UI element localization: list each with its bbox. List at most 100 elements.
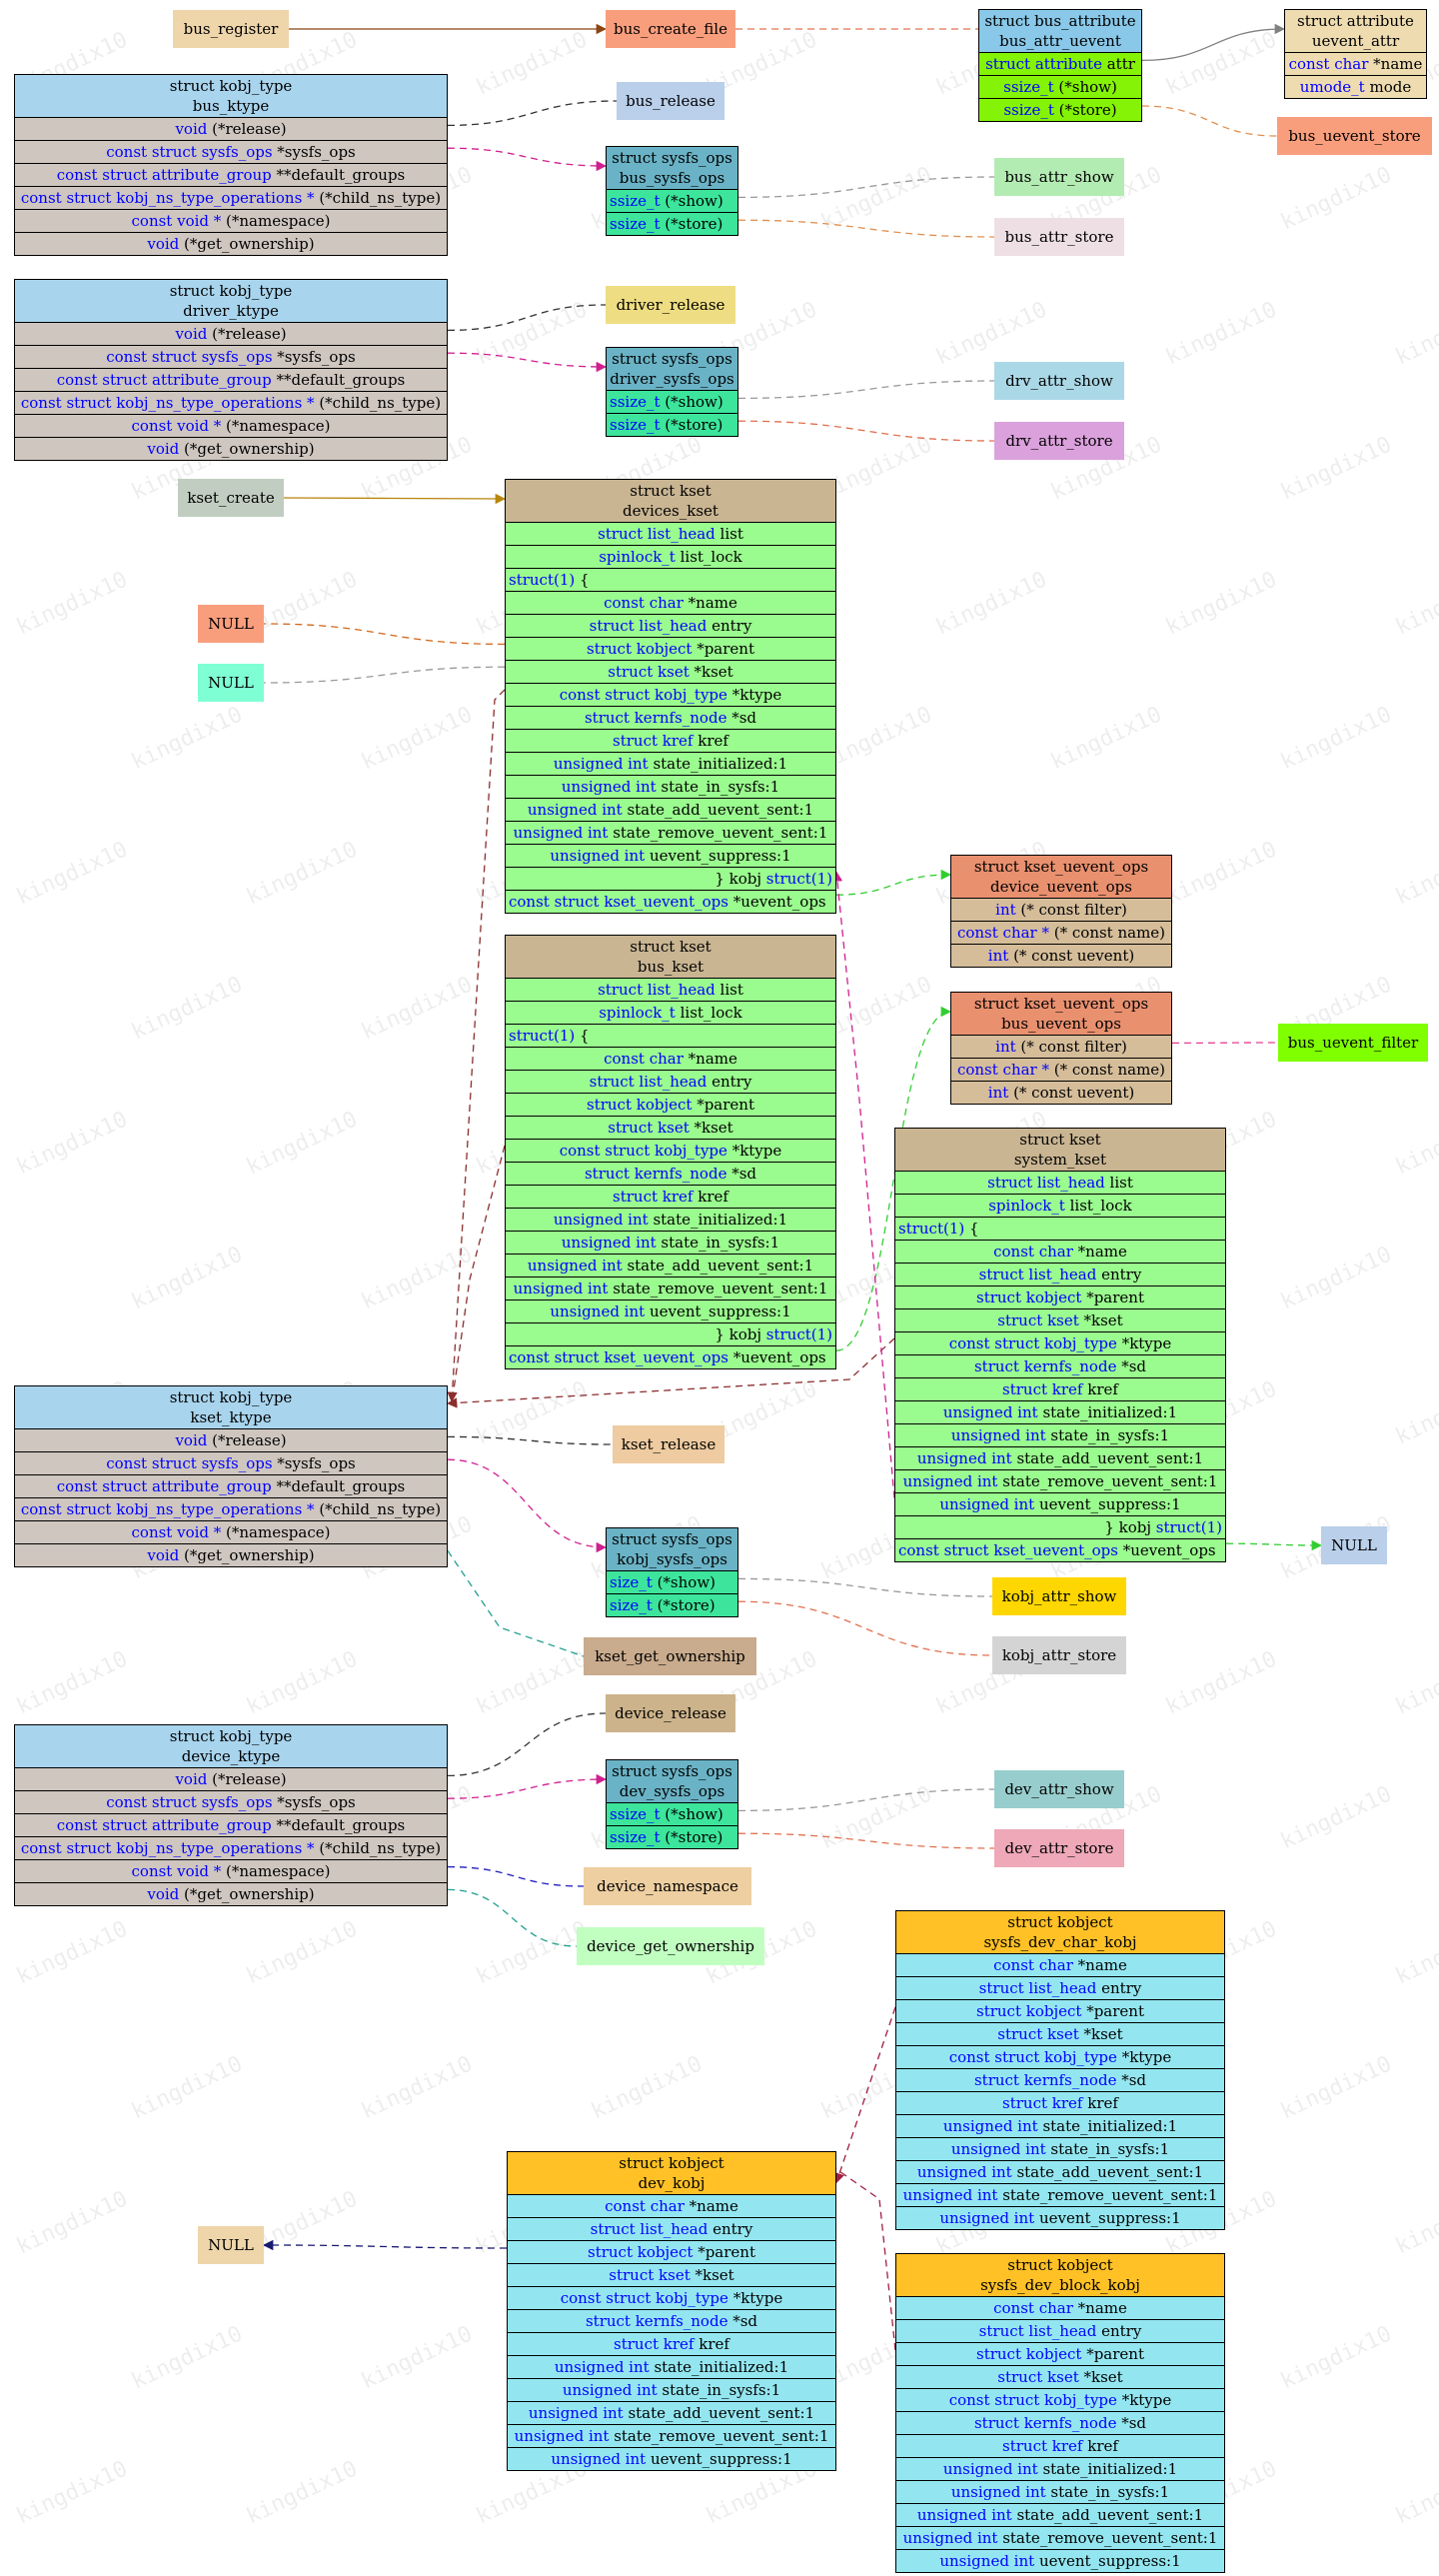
field-row: unsigned int state_initialized:1	[896, 2114, 1224, 2137]
struct-type-label: struct sysfs_ops	[612, 1762, 732, 1780]
struct-type-label: struct sysfs_ops	[612, 350, 732, 368]
edge	[835, 2168, 896, 2351]
field-row: unsigned int state_add_uevent_sent:1	[508, 2401, 835, 2424]
function-node-dev-attr-show: dev_attr_show	[994, 1770, 1124, 1808]
edge	[737, 1788, 995, 1812]
field-row: struct kernfs_node *sd	[896, 2411, 1224, 2434]
struct-type-label: struct kobj_type	[169, 77, 293, 95]
field-row: struct kref kref	[506, 729, 835, 752]
field-row: umode_t mode	[1285, 75, 1426, 98]
field-row: ssize_t (*store)	[979, 98, 1141, 121]
edge	[737, 1600, 993, 1656]
field-row: } kobj struct(1)	[895, 1515, 1225, 1538]
struct-instance-label: device_ktype	[181, 1747, 281, 1765]
field-row: const void * (*namespace)	[15, 414, 447, 437]
edge	[737, 1832, 995, 1849]
edge	[737, 420, 995, 442]
struct-instance-label: device_uevent_ops	[990, 878, 1132, 896]
field-row: struct kobject *parent	[896, 1999, 1224, 2022]
edge	[1225, 1539, 1323, 1551]
field-row: const struct kset_uevent_ops *uevent_ops	[895, 1538, 1225, 1561]
struct-type-label: struct attribute	[1297, 12, 1414, 30]
field-row: unsigned int state_add_uevent_sent:1	[506, 798, 835, 821]
field-row: const struct sysfs_ops *sysfs_ops	[15, 1451, 447, 1474]
function-node-bus-uevent-store: bus_uevent_store	[1277, 117, 1432, 155]
field-row: void (*get_ownership)	[15, 232, 447, 255]
struct-type-label: struct kset	[1019, 1131, 1101, 1149]
function-node-driver-release: driver_release	[606, 286, 735, 324]
field-row: const struct kobj_type *ktype	[508, 2286, 835, 2309]
function-node-bus-attr-show: bus_attr_show	[994, 158, 1124, 196]
edge	[831, 871, 895, 1498]
edge	[263, 666, 506, 684]
struct-instance-label: kset_ktype	[190, 1408, 272, 1426]
field-row: ssize_t (*show)	[607, 189, 737, 212]
field-row: const struct kobj_type *ktype	[896, 2388, 1224, 2411]
edge	[447, 1550, 585, 1657]
field-row: const struct attribute_group **default_g…	[15, 368, 447, 391]
field-row: unsigned int state_remove_uevent_sent:1	[508, 2424, 835, 2447]
field-row: void (*get_ownership)	[15, 437, 447, 460]
struct-header: struct kobj_type kset_ktype	[15, 1386, 447, 1428]
field-row: struct kobject *parent	[896, 2342, 1224, 2365]
struct-type-label: struct kset_uevent_ops	[973, 995, 1149, 1013]
function-node-bus-uevent-filter: bus_uevent_filter	[1278, 1024, 1428, 1062]
edge	[451, 1145, 506, 1404]
field-row: unsigned int state_in_sysfs:1	[896, 2137, 1224, 2160]
field-row: unsigned int state_add_uevent_sent:1	[896, 2160, 1224, 2183]
struct-instance-label: devices_kset	[623, 502, 719, 520]
field-row: struct list_head list	[506, 978, 835, 1001]
field-row: struct kernfs_node *sd	[506, 1162, 835, 1185]
field-row: struct kobject *parent	[895, 1286, 1225, 1308]
field-row: struct kset *kset	[896, 2022, 1224, 2045]
struct-type-label: struct kobject	[1007, 2256, 1113, 2274]
field-row: unsigned int state_in_sysfs:1	[506, 1231, 835, 1254]
struct-type-label: struct kobj_type	[169, 1388, 293, 1406]
field-row: struct list_head entry	[506, 614, 835, 637]
function-node-bus-register: bus_register	[173, 10, 289, 48]
field-row: const void * (*namespace)	[15, 1520, 447, 1543]
field-row: size_t (*store)	[607, 1593, 737, 1616]
field-row: const char *name	[506, 591, 835, 614]
field-row: spinlock_t list_lock	[895, 1194, 1225, 1217]
field-row: const struct kobj_type *ktype	[896, 2045, 1224, 2068]
edge	[447, 1888, 578, 1947]
field-row: const struct kset_uevent_ops *uevent_ops	[506, 890, 835, 913]
edge	[447, 1773, 608, 1799]
edge	[737, 176, 995, 199]
function-node-kobj-attr-store: kobj_attr_store	[992, 1636, 1126, 1674]
field-row: const struct attribute_group **default_g…	[15, 1813, 447, 1836]
struct-instance-label: sysfs_dev_block_kobj	[980, 2276, 1140, 2294]
field-row: const struct kobj_ns_type_operations * (…	[15, 1836, 447, 1859]
field-row: unsigned int uevent_suppress:1	[506, 844, 835, 867]
field-row: struct attribute attr	[979, 52, 1141, 75]
edge	[834, 2006, 896, 2184]
field-row: unsigned int state_add_uevent_sent:1	[896, 2503, 1224, 2526]
field-row: void (*get_ownership)	[15, 1882, 447, 1905]
field-row: void (*release)	[15, 117, 447, 140]
function-node-kset-create: kset_create	[178, 479, 284, 517]
field-row: struct kset *kset	[506, 1116, 835, 1139]
field-row: const char *name	[896, 1953, 1224, 1976]
field-row: struct kset *kset	[508, 2263, 835, 2286]
field-row: const char *name	[896, 2296, 1224, 2319]
field-row: const struct kobj_ns_type_operations * (…	[15, 1497, 447, 1520]
function-node-dev-attr-store: dev_attr_store	[994, 1829, 1124, 1867]
field-row: unsigned int state_remove_uevent_sent:1	[895, 1469, 1225, 1492]
